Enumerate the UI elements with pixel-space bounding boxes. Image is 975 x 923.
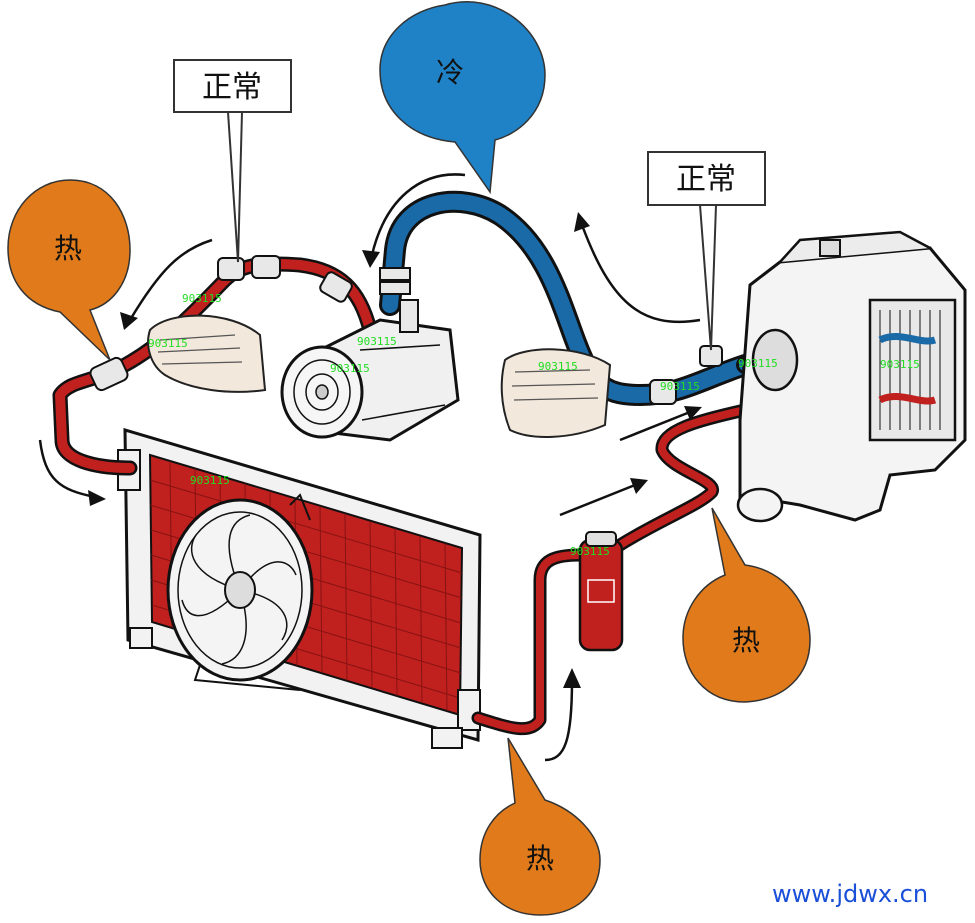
watermark-group: 903115 903115 903115 903115 903115 90311… (148, 292, 920, 558)
normal-label-left: 正常 (173, 59, 292, 263)
normal-text-right: 正常 (676, 162, 736, 197)
cold-callout: 冷 (379, 1, 546, 195)
watermark: 903115 (357, 335, 397, 348)
normal-text-left: 正常 (202, 70, 262, 105)
receiver-drier-icon (578, 531, 624, 652)
watermark: 903115 (538, 360, 578, 373)
watermark: 903115 (330, 362, 370, 375)
compressor-icon (280, 299, 460, 442)
watermark: 903115 (148, 337, 188, 350)
watermark: 903115 (570, 545, 610, 558)
fan-icon (166, 493, 314, 691)
hot-callout-left: 热 (7, 179, 131, 361)
hot-text-left: 热 (54, 232, 82, 265)
hand-icon (147, 314, 267, 393)
hot-text-right: 热 (732, 624, 760, 657)
hot-lines (52, 255, 767, 736)
watermark: 903115 (880, 358, 920, 371)
cold-text: 冷 (436, 56, 464, 89)
watermark: 903115 (182, 292, 222, 305)
watermark: 903115 (190, 474, 230, 487)
flow-arrow-icon (38, 173, 701, 762)
normal-label-right: 正常 (647, 151, 766, 351)
hot-text-bottom: 热 (526, 842, 554, 875)
site-url: www.jdwx.cn (772, 880, 929, 908)
evaporator-icon (736, 230, 967, 523)
watermark: 903115 (660, 380, 700, 393)
hot-callout-bottom: 热 (479, 737, 601, 916)
flow-arrowheads (88, 212, 702, 688)
hand-icon (500, 348, 612, 438)
hot-callout-right: 热 (682, 507, 811, 703)
watermark: 903115 (738, 357, 778, 370)
